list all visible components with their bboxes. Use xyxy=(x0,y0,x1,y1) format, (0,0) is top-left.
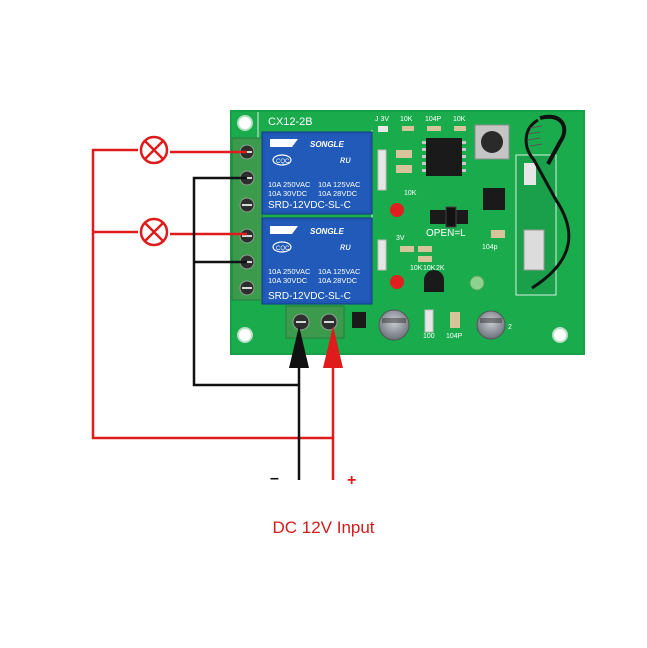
relay-rating: 10A 125VAC xyxy=(318,267,361,276)
component-label: 2K xyxy=(436,265,445,272)
pcb-components: J 3V 10K 104P 10K 10 xyxy=(352,116,557,341)
component-label: J 3V xyxy=(375,116,389,123)
ul-mark: ʀᴜ xyxy=(340,155,351,166)
positive-label: + xyxy=(347,472,357,489)
learn-button xyxy=(474,124,510,160)
power-led xyxy=(469,275,485,291)
component-label: 10K xyxy=(404,190,417,197)
negative-label: – xyxy=(270,470,279,487)
antenna-icon xyxy=(524,114,571,290)
jumper-header xyxy=(430,206,468,228)
component-label: 104P xyxy=(446,333,463,340)
component-label: 3V xyxy=(396,235,405,242)
component-label: 10K xyxy=(423,265,436,272)
electrolytic-capacitor xyxy=(378,309,410,341)
relay-model: SRD-12VDC-SL-C xyxy=(268,291,351,302)
relay-rating: 10A 250VAC xyxy=(268,267,311,276)
component-label: 2 xyxy=(508,324,512,331)
component-label: 10K xyxy=(453,116,466,123)
component-label: 104P xyxy=(425,116,442,123)
relay-brand: SONGLE xyxy=(310,227,344,236)
black-wire xyxy=(192,176,301,480)
relay-brand: SONGLE xyxy=(310,140,344,149)
board-model-label: CX12-2B xyxy=(268,116,313,128)
arrow-up-icon xyxy=(323,326,343,368)
lamp-icon xyxy=(139,217,169,247)
ic-chip xyxy=(483,188,505,210)
mount-hole xyxy=(237,115,253,131)
relay-2: SONGLE CQC ʀᴜ 10A 250VAC 10A 30VDC 10A 1… xyxy=(261,217,373,305)
relay-rating: 10A 30VDC xyxy=(268,276,308,285)
power-input-caption: DC 12V Input xyxy=(272,518,375,537)
cqc-mark xyxy=(272,154,292,166)
led-indicator xyxy=(390,275,404,289)
relay-model: SRD-12VDC-SL-C xyxy=(268,200,351,211)
relay-rating: 10A 250VAC xyxy=(268,180,311,189)
songle-logo xyxy=(270,226,298,234)
led-indicator xyxy=(390,203,404,217)
transistor xyxy=(424,270,444,292)
component-label: 104p xyxy=(482,244,498,251)
output-terminal-block xyxy=(231,137,263,301)
ul-mark: ʀᴜ xyxy=(340,242,351,253)
jumper-label: OPEN=L xyxy=(426,228,466,239)
relay-1: SONGLE CQC ʀᴜ 10A 250VAC 10A 30VDC 10A 1… xyxy=(261,131,373,215)
ic-chip xyxy=(422,138,466,176)
songle-logo xyxy=(270,139,298,147)
rf-module xyxy=(515,154,557,296)
relay-rating: 10A 30VDC xyxy=(268,189,308,198)
component-label: 10K xyxy=(400,116,413,123)
component-label: 100 xyxy=(423,333,435,340)
relay-rating: 10A 125VAC xyxy=(318,180,361,189)
cqc-mark xyxy=(272,241,292,253)
svg-text:CQC: CQC xyxy=(276,159,290,165)
red-wire xyxy=(91,148,335,480)
arrow-up-icon xyxy=(289,326,309,368)
svg-text:CQC: CQC xyxy=(276,246,290,252)
lamp-icon xyxy=(139,135,169,165)
power-input-terminal xyxy=(285,305,345,339)
relay-rating: 10A 28VDC xyxy=(318,276,358,285)
mount-hole xyxy=(552,327,568,343)
relay-rating: 10A 28VDC xyxy=(318,189,358,198)
electrolytic-capacitor xyxy=(476,310,506,340)
mount-hole xyxy=(237,327,253,343)
component-label: 10K xyxy=(410,265,423,272)
